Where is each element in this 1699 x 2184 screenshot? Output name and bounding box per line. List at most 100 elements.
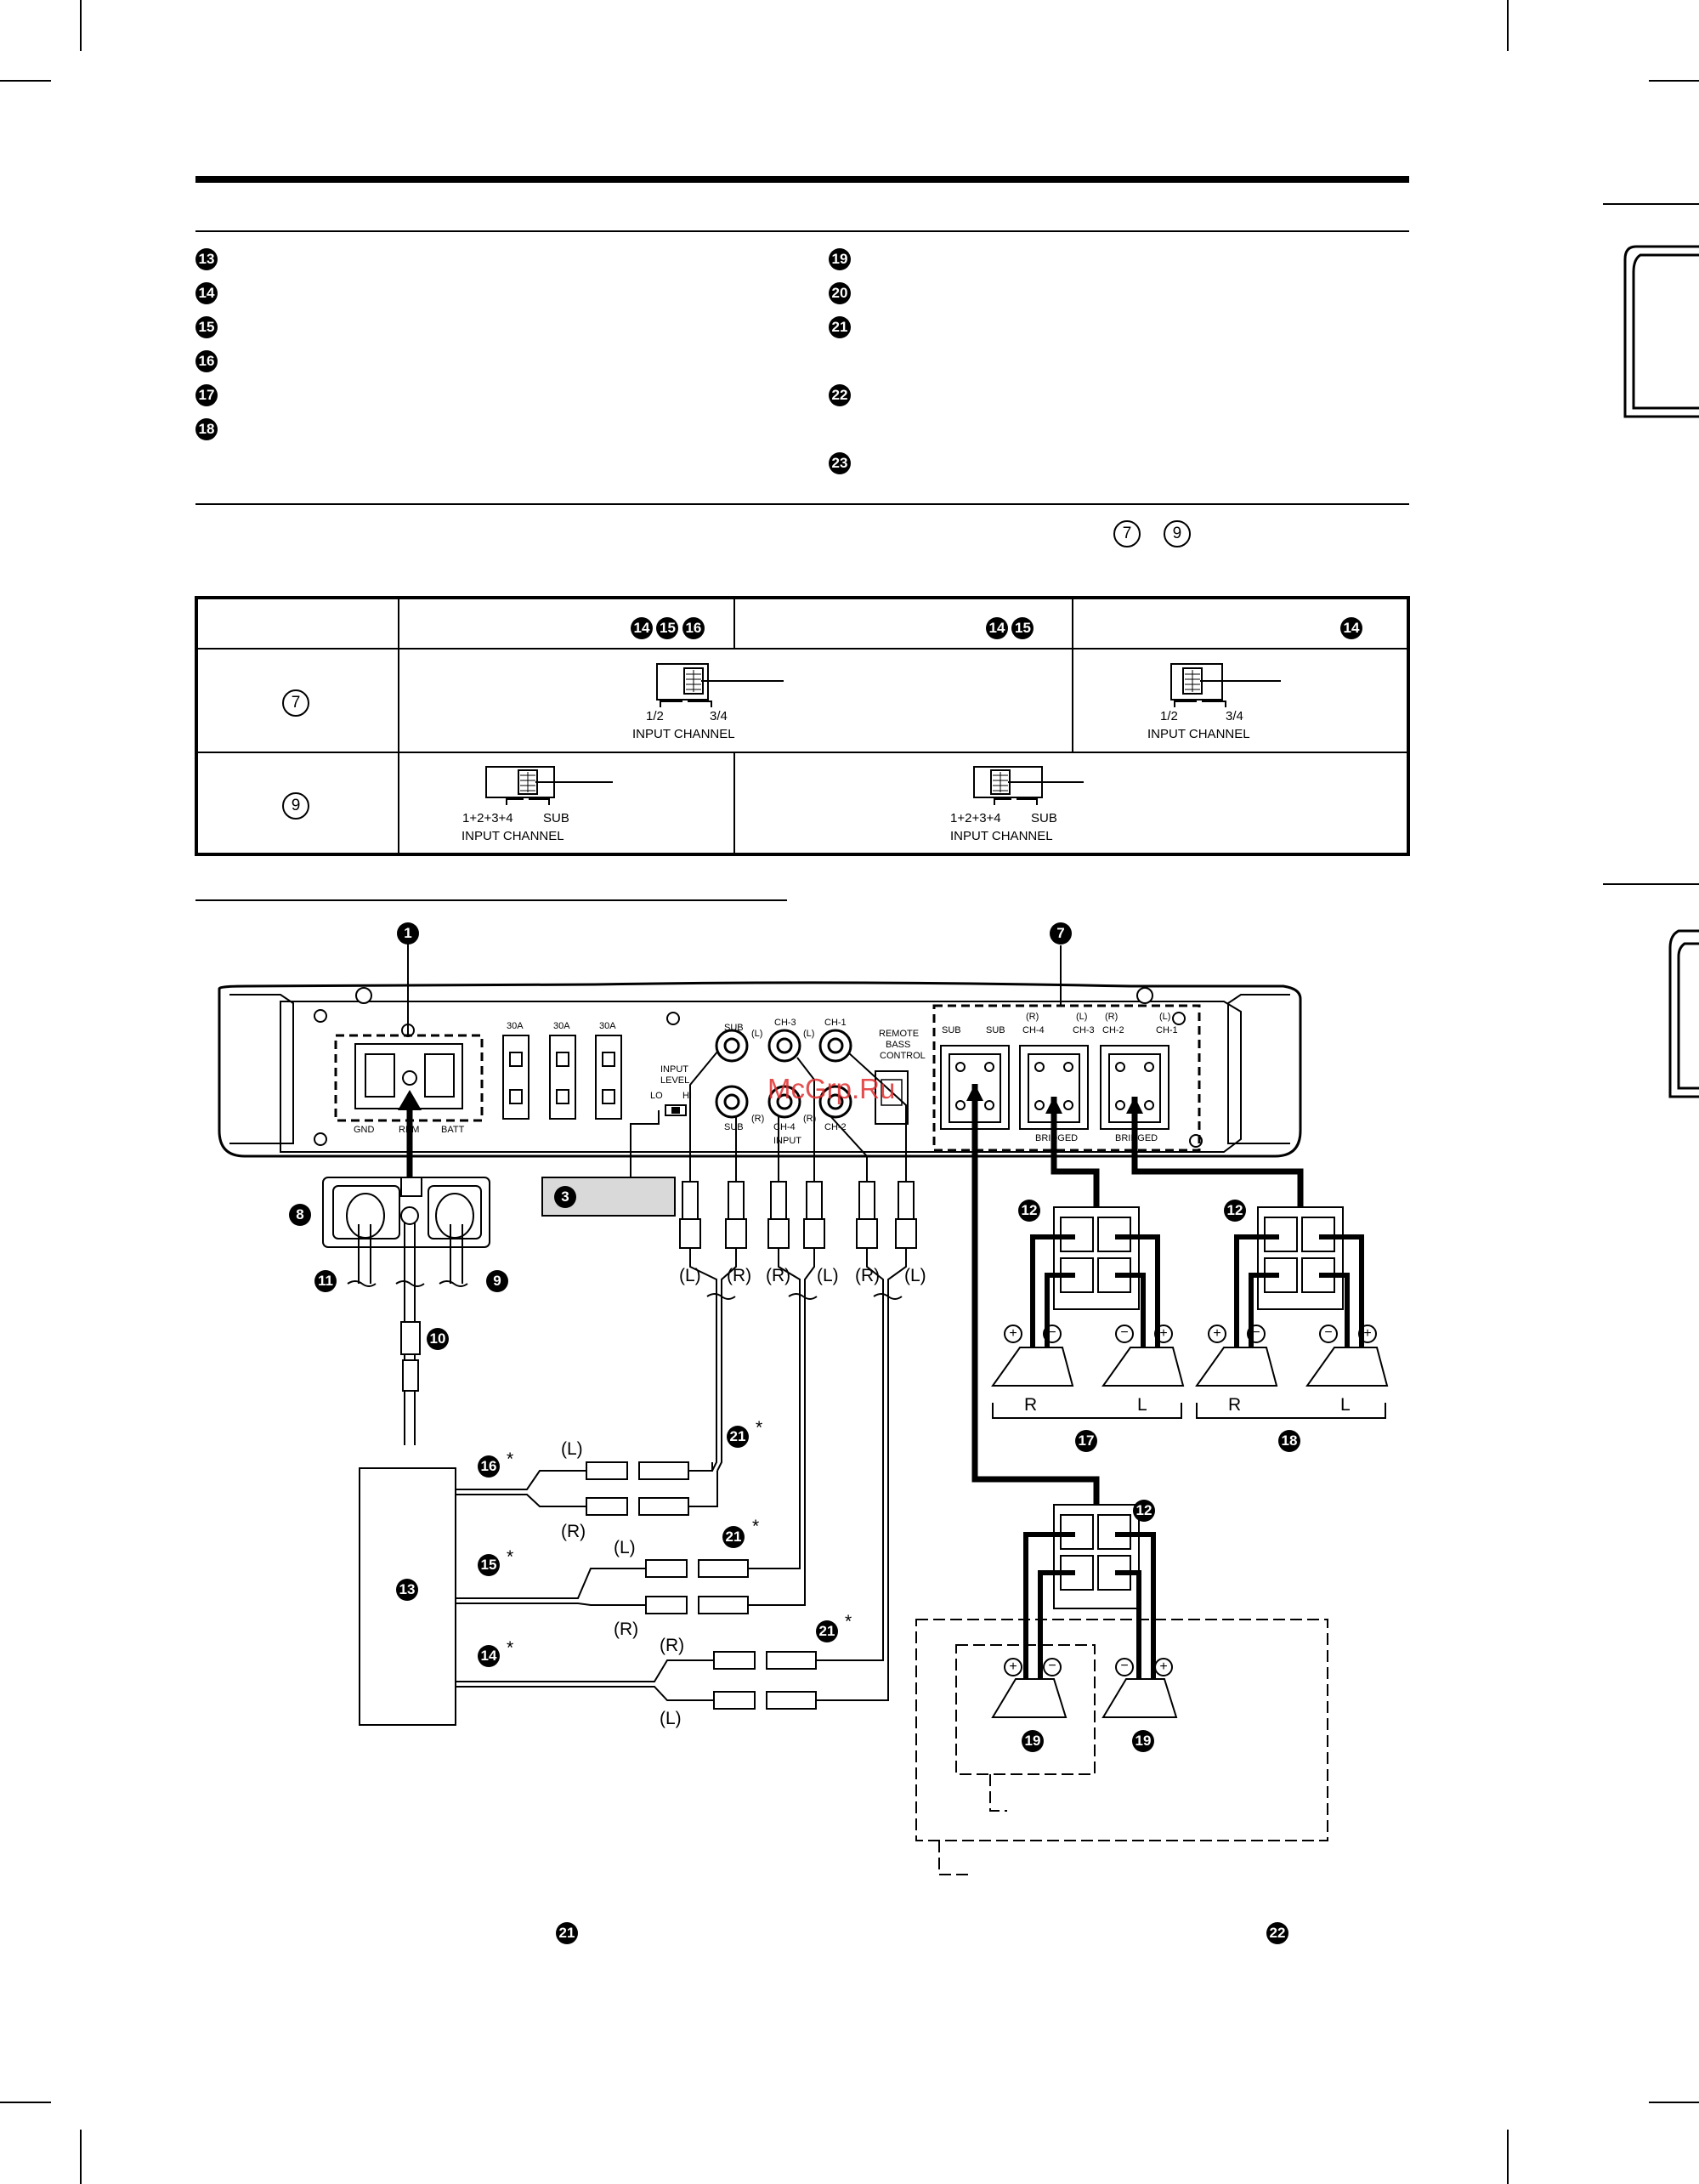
speaker-terminal-label: SUB xyxy=(942,1025,961,1035)
switch-label: INPUT CHANNEL xyxy=(1147,727,1250,741)
terminal-label: BATT xyxy=(441,1125,465,1135)
switch-label: 1+2+3+4 xyxy=(950,811,1001,825)
polarity-minus-icon: − xyxy=(1115,1325,1134,1343)
rca-label: (R) xyxy=(803,1114,817,1124)
callout: 21 xyxy=(727,1426,749,1448)
bridged-label: BRIDGED xyxy=(1035,1133,1079,1143)
polarity-minus-icon: − xyxy=(1319,1325,1338,1343)
input-level-label: LEVEL xyxy=(660,1075,690,1086)
speaker-terminal-label: CH-4 xyxy=(1022,1025,1045,1035)
callout: 8 xyxy=(289,1204,311,1226)
switch-label: INPUT CHANNEL xyxy=(950,829,1053,843)
callout: 10 xyxy=(427,1328,449,1350)
list-bullet: 21 xyxy=(829,316,851,384)
list-bullet: 13 xyxy=(195,248,218,282)
switch-label: 3/4 xyxy=(1226,709,1243,723)
section-rule xyxy=(195,230,1409,232)
callout: 12 xyxy=(1133,1500,1155,1522)
switch-label: INPUT CHANNEL xyxy=(462,829,564,843)
callout: 16 xyxy=(478,1455,500,1478)
reference-markers: 7 9 xyxy=(1113,520,1191,547)
list-bullet: 19 xyxy=(829,248,851,282)
switch-label: INPUT CHANNEL xyxy=(632,727,735,741)
cable-label: (R) xyxy=(855,1266,881,1285)
cable-label: (L) xyxy=(660,1709,682,1728)
remote-label: BASS xyxy=(886,1040,911,1050)
callout: 15 xyxy=(478,1554,500,1576)
footer-callout: 21 xyxy=(556,1922,578,1944)
list-bullet: 18 xyxy=(195,418,218,452)
list-bullet: 23 xyxy=(829,452,851,486)
table-header-bullets: 14 xyxy=(1340,617,1362,639)
rca-label: CH-3 xyxy=(774,1018,796,1028)
callout: 9 xyxy=(486,1270,508,1292)
section-rule xyxy=(195,503,1409,505)
rca-label: SUB xyxy=(724,1023,744,1033)
switch-table xyxy=(195,596,1410,856)
row-marker: 9 xyxy=(282,792,309,820)
speaker-terminal-label: CH-3 xyxy=(1073,1025,1095,1035)
speaker-channel-label: L xyxy=(1137,1395,1147,1415)
input-level-label: INPUT xyxy=(660,1064,688,1075)
rca-label: (R) xyxy=(751,1114,765,1124)
switch-label: 1/2 xyxy=(1160,709,1178,723)
polarity-minus-icon: − xyxy=(1115,1658,1134,1676)
fuse-label: 30A xyxy=(507,1021,524,1031)
polarity-minus-icon: − xyxy=(1043,1325,1062,1343)
title-rule xyxy=(195,176,1409,183)
cable-label: (R) xyxy=(727,1266,752,1285)
rca-label: INPUT xyxy=(773,1136,801,1146)
speaker-terminal-label: (R) xyxy=(1026,1012,1039,1022)
speaker-terminal-label: (L) xyxy=(1159,1012,1171,1022)
speaker-channel-label: L xyxy=(1340,1395,1351,1415)
watermark: McGrp.Ru xyxy=(767,1073,896,1104)
polarity-plus-icon: + xyxy=(1004,1325,1022,1343)
switch-graphic-7b xyxy=(1170,663,1281,707)
callout: 17 xyxy=(1075,1430,1097,1452)
ref-marker: 9 xyxy=(1163,520,1191,547)
polarity-plus-icon: + xyxy=(1358,1325,1377,1343)
rca-label: CH-1 xyxy=(824,1018,847,1028)
polarity-plus-icon: + xyxy=(1154,1658,1173,1676)
switch-label: 3/4 xyxy=(710,709,728,723)
speaker-terminal-label: CH-2 xyxy=(1102,1025,1124,1035)
switch-graphic-9b xyxy=(973,766,1084,805)
bridged-label: BRIDGED xyxy=(1115,1133,1158,1143)
rca-label: (L) xyxy=(803,1029,815,1039)
callout: 21 xyxy=(722,1526,745,1548)
cable-label: (R) xyxy=(614,1620,639,1639)
asterisk: * xyxy=(752,1517,760,1536)
remote-label: CONTROL xyxy=(880,1051,926,1061)
cable-label: (L) xyxy=(817,1266,839,1285)
asterisk: * xyxy=(845,1612,852,1631)
switch-label: SUB xyxy=(543,811,569,825)
ref-marker: 7 xyxy=(1113,520,1141,547)
switch-label: 1/2 xyxy=(646,709,664,723)
footer-callout: 22 xyxy=(1266,1922,1288,1944)
switch-table-grid xyxy=(195,596,1410,856)
switch-label: SUB xyxy=(1031,811,1057,825)
fuse-label: 30A xyxy=(553,1021,570,1031)
speaker-terminal-label: (R) xyxy=(1105,1012,1119,1022)
polarity-minus-icon: − xyxy=(1043,1658,1062,1676)
polarity-plus-icon: + xyxy=(1004,1658,1022,1676)
remote-label: REMOTE xyxy=(879,1029,920,1039)
cable-label: (R) xyxy=(561,1522,586,1541)
list-bullet: 16 xyxy=(195,350,218,384)
asterisk: * xyxy=(507,1449,514,1469)
fuse-label: 30A xyxy=(599,1021,616,1031)
asterisk: * xyxy=(507,1638,514,1658)
cable-label: (L) xyxy=(561,1439,583,1459)
amplifier-panel xyxy=(218,981,1302,1158)
polarity-minus-icon: − xyxy=(1247,1325,1266,1343)
callout: 11 xyxy=(314,1270,337,1292)
callout: 12 xyxy=(1224,1200,1246,1222)
callout: 14 xyxy=(478,1645,500,1667)
rca-label: (L) xyxy=(751,1029,763,1039)
callout: 7 xyxy=(1050,922,1072,945)
callout: 19 xyxy=(1022,1730,1044,1752)
input-level-label: LO xyxy=(650,1091,663,1101)
callout: 13 xyxy=(396,1579,418,1601)
switch-graphic-9a xyxy=(485,766,613,805)
